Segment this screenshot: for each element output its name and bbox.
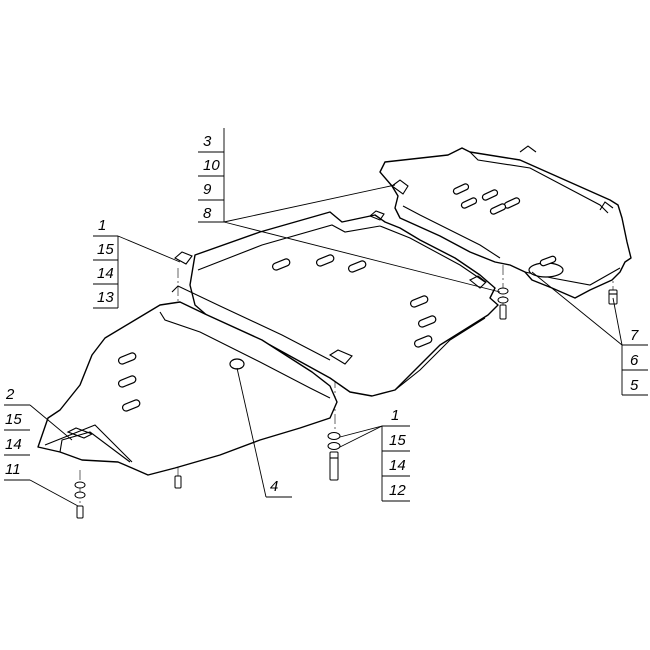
callout-label: 9 <box>203 181 212 198</box>
callout-label: 1 <box>98 217 106 234</box>
fastener-set-middle-plate <box>497 287 509 320</box>
vent-slot <box>271 258 291 271</box>
callout-label: 14 <box>97 265 114 282</box>
fastener-set-right-plate <box>608 289 618 305</box>
callout-label: 11 <box>5 461 21 478</box>
callout-group-1-right: 1 15 14 12 <box>339 407 410 502</box>
vent-slot <box>117 352 137 365</box>
callout-label: 2 <box>5 386 15 403</box>
vent-slot <box>489 203 507 215</box>
callout-label: 1 <box>391 407 399 424</box>
callout-label: 4 <box>270 478 278 495</box>
rear-guard-plate <box>379 145 632 299</box>
vent-slot <box>417 315 437 328</box>
callout-label: 15 <box>97 241 114 258</box>
washer <box>327 432 341 440</box>
callout-label: 13 <box>97 289 114 306</box>
vent-slot <box>481 189 499 201</box>
callout-label: 10 <box>203 157 220 174</box>
middle-guard-plate <box>174 210 499 397</box>
callout-group-4: 4 <box>236 367 292 498</box>
vent-slot <box>413 335 433 348</box>
callout-label: 8 <box>203 205 212 222</box>
front-guard-plate <box>37 285 338 476</box>
callout-group-3: 3 10 9 8 <box>198 128 501 293</box>
bolt <box>608 289 618 305</box>
callout-label: 3 <box>203 133 212 150</box>
bolt <box>329 451 339 481</box>
callout-label: 14 <box>389 457 406 474</box>
vent-slot <box>539 255 557 267</box>
callout-label: 6 <box>630 352 639 369</box>
washer <box>497 296 509 304</box>
vent-slot <box>121 399 141 412</box>
access-hole <box>229 358 245 370</box>
washer <box>74 481 86 489</box>
callout-group-1-left: 1 15 14 13 <box>93 217 181 309</box>
vent-slot <box>452 183 470 195</box>
fastener-set-front <box>74 481 86 519</box>
callout-label: 5 <box>630 377 639 394</box>
bolt <box>499 304 507 320</box>
callout-label: 15 <box>5 411 22 428</box>
vent-slot <box>409 295 429 308</box>
bolt <box>174 475 182 489</box>
vent-slot <box>117 375 137 388</box>
callout-label: 14 <box>5 436 22 453</box>
washer <box>327 442 341 450</box>
callout-label: 7 <box>630 327 639 344</box>
fastener-set-center <box>327 432 341 481</box>
vent-slot <box>315 254 335 267</box>
callout-label: 12 <box>389 482 406 499</box>
callout-group-7: 7 6 5 <box>531 271 648 396</box>
washer <box>497 287 509 295</box>
bolt <box>76 505 84 519</box>
vent-slot <box>460 197 478 209</box>
fastener-front-plate-stud <box>174 475 182 489</box>
callout-label: 15 <box>389 432 406 449</box>
callout-group-2: 2 15 14 11 <box>4 386 79 507</box>
washer <box>74 491 86 499</box>
vent-slot <box>347 260 367 273</box>
